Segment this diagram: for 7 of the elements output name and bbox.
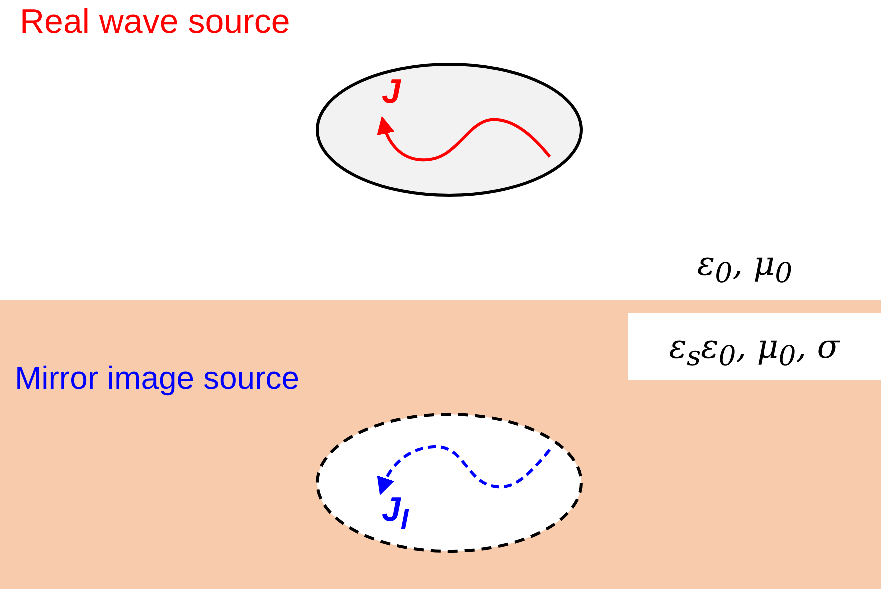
region-label: Mirror image source xyxy=(15,360,300,397)
current-symbol: J$_{I}$ xyxy=(382,493,409,534)
current-symbol: J xyxy=(382,75,401,109)
conductive-ground-band xyxy=(0,300,881,589)
material-parameters: ε$_{s}$ε$_{0}$, μ$_{0}$, σ xyxy=(628,313,881,380)
source-label: Real wave source xyxy=(20,3,290,42)
material-parameters: ε$_{0}$, μ$_{0}$ xyxy=(696,244,794,290)
